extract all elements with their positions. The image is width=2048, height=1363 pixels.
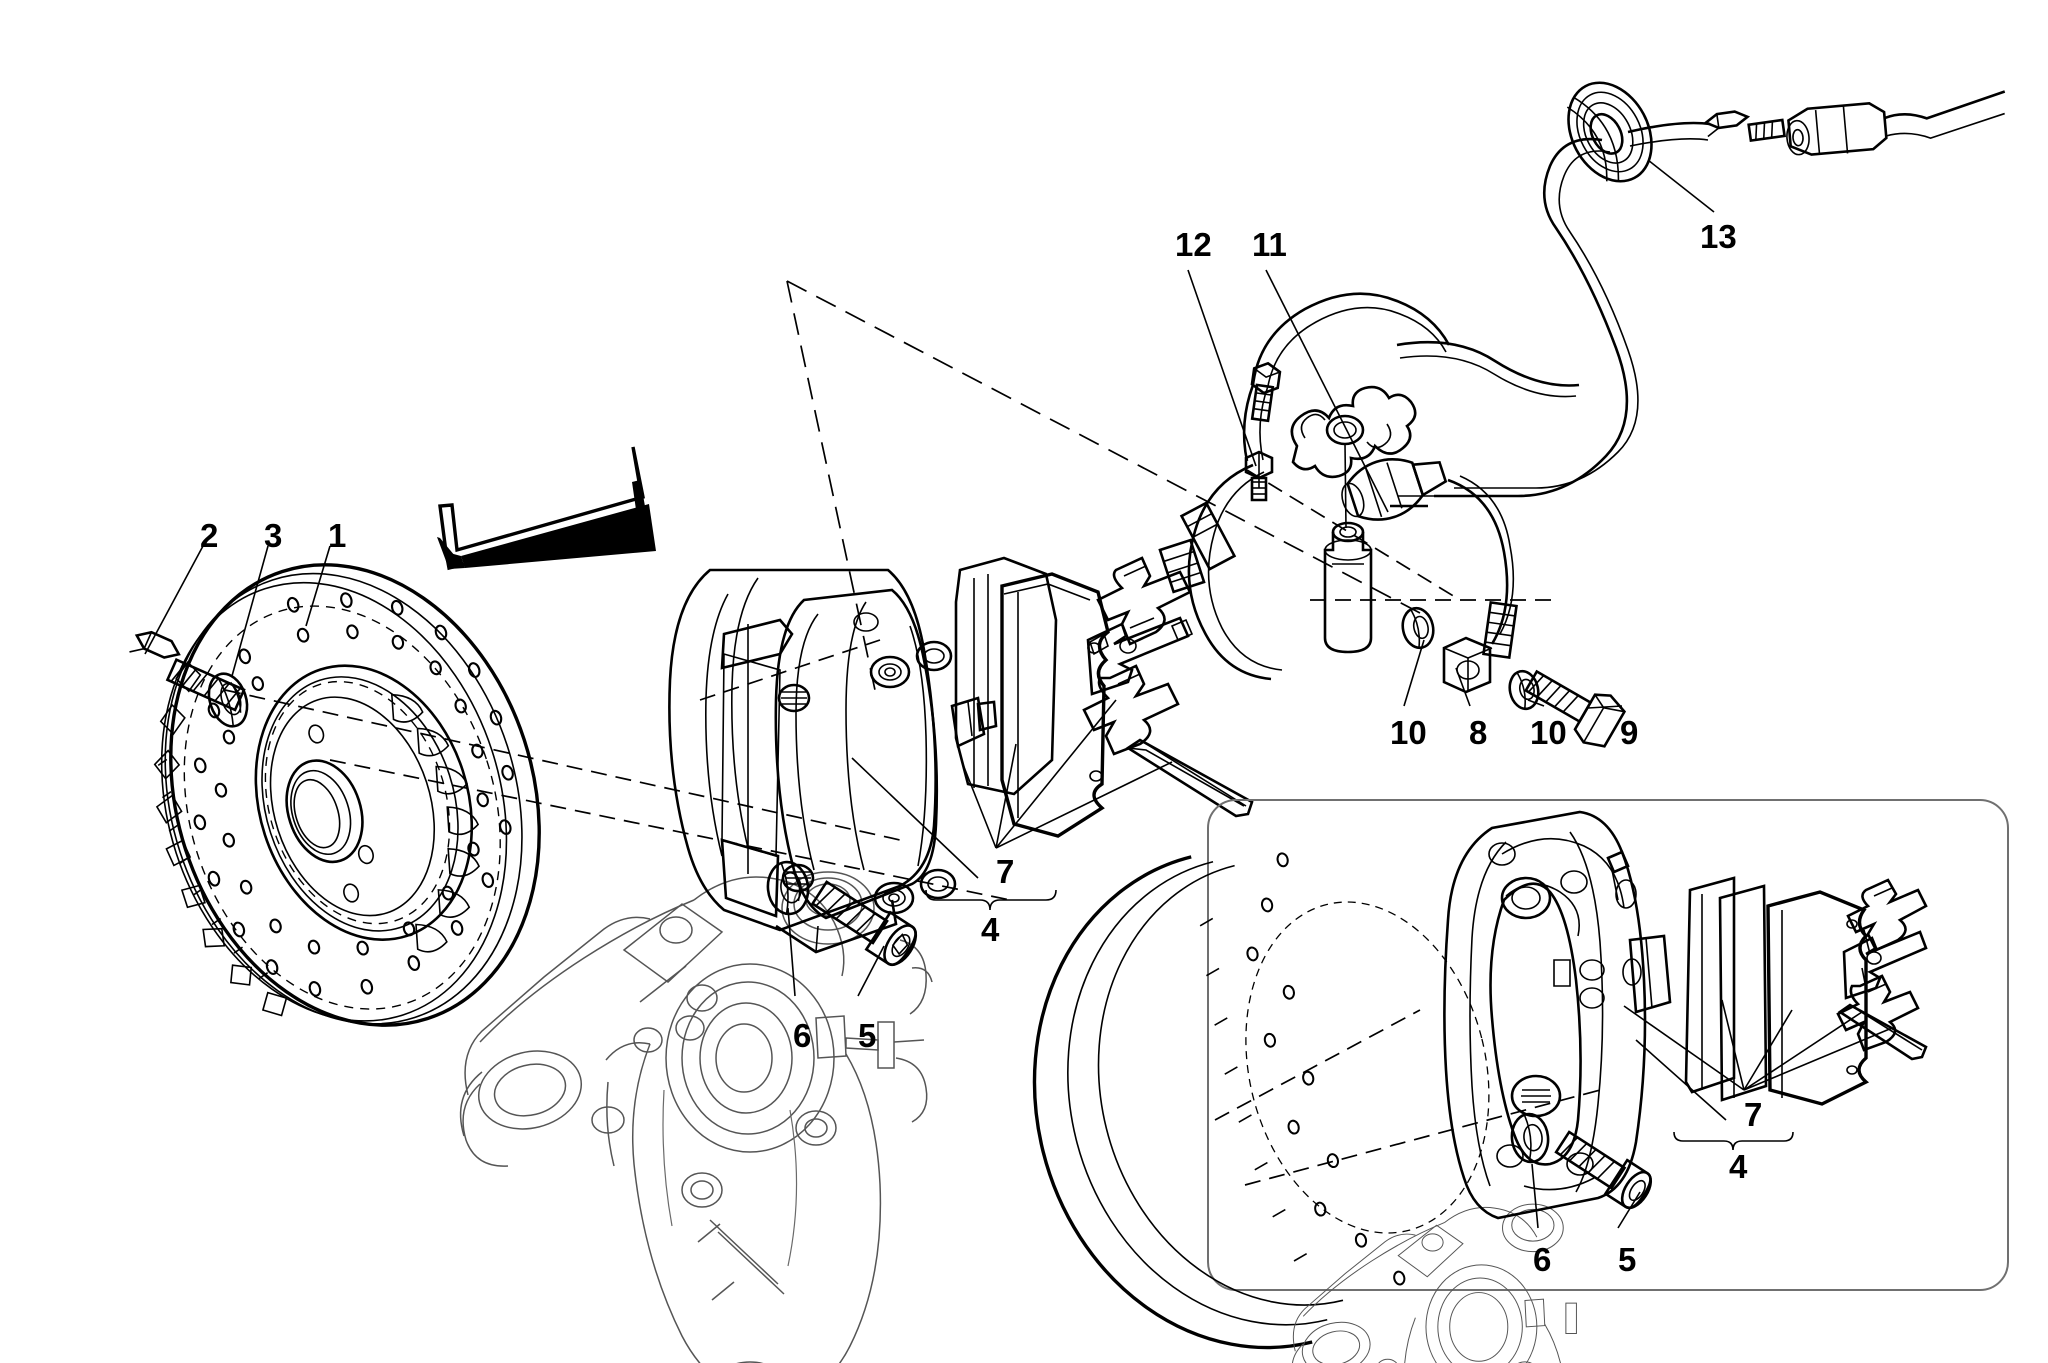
- direction-arrow: [437, 446, 656, 571]
- leader-lines-inset: [1531, 999, 1893, 1229]
- callout-label-13: 13: [1700, 218, 1737, 255]
- inset-brake-caliper: [1443, 810, 1672, 1220]
- disc-screw-washer: [207, 672, 249, 728]
- wheel-hub-carrier: [459, 871, 933, 1363]
- callout-label-9: 9: [1620, 714, 1639, 751]
- callout-label-10-left: 10: [1390, 714, 1427, 751]
- inset-wheel-hub-carrier: [1292, 1203, 1577, 1363]
- caliper-bolt-main: [810, 880, 918, 967]
- inset-pad-spring-clip: [1836, 878, 1928, 1052]
- inset-caliper-bolt-washer: [1510, 1112, 1550, 1164]
- callout-label-1: 1: [328, 517, 347, 554]
- flexible-brake-hose: [1158, 292, 1580, 681]
- inset-callout-label-5: 5: [1618, 1241, 1637, 1278]
- inset-callout-label-4: 4: [1729, 1148, 1748, 1185]
- brake-caliper-main: [668, 568, 998, 954]
- pad-spring-clip-main: [1082, 556, 1194, 756]
- callout-label-10-right: 10: [1530, 714, 1567, 751]
- callout-label-12: 12: [1175, 226, 1212, 263]
- caliper-bolt-washer-main: [766, 860, 810, 916]
- inset-callout-label-7: 7: [1744, 1096, 1763, 1133]
- callout-label-3: 3: [264, 517, 283, 554]
- callout-label-7: 7: [996, 853, 1015, 890]
- inset-panel-frame: [1207, 799, 2009, 1291]
- inset-caliper-bolt: [1554, 1130, 1653, 1210]
- leader-lines-main: [144, 159, 1715, 997]
- disc-retaining-screw: [129, 630, 246, 712]
- callout-label-4: 4: [981, 911, 1000, 948]
- pad-retaining-pin-main: [1125, 738, 1254, 818]
- callout-label-8: 8: [1469, 714, 1488, 751]
- rigid-brake-pipe: [1390, 81, 2006, 508]
- inset-brake-pads: [1684, 876, 1870, 1106]
- callout-label-11: 11: [1252, 226, 1287, 263]
- banjo-assembly: [1250, 361, 1627, 748]
- callout-label-6: 6: [793, 1017, 812, 1054]
- brake-disc: [153, 563, 541, 1027]
- inset-brake-disc: [1032, 852, 1490, 1350]
- inset-callout-label-6: 6: [1533, 1241, 1552, 1278]
- callout-label-2: 2: [200, 517, 219, 554]
- callout-label-5: 5: [858, 1017, 877, 1054]
